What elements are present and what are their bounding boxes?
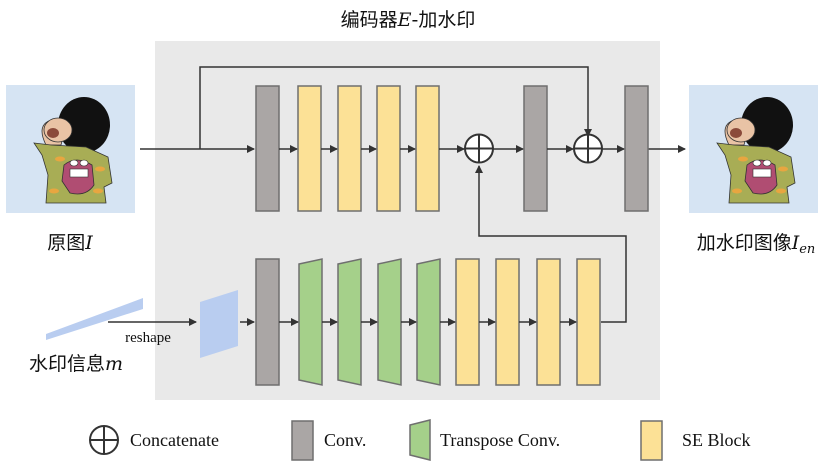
output-image-label: 加水印图像Ien — [697, 232, 816, 257]
cartoon-character-icon — [716, 97, 796, 204]
transpose-conv-block-2 — [337, 258, 362, 386]
se-block-2 — [337, 85, 362, 212]
title-var: E — [397, 9, 412, 31]
watermark-label-var: m — [105, 353, 123, 375]
transpose-conv-block-1 — [298, 258, 323, 386]
se-block-icon — [640, 420, 663, 461]
transpose-conv-icon — [409, 419, 431, 461]
legend-item-se-block: SE Block — [640, 420, 751, 461]
conv-block-0 — [255, 85, 280, 212]
output-label-sub: en — [799, 242, 815, 257]
cartoon-character-icon — [33, 97, 113, 204]
se-block-5 — [455, 258, 480, 386]
top-branch — [255, 85, 649, 212]
legend-item-concatenate: Concatenate — [89, 425, 219, 455]
conv-block-6 — [523, 85, 548, 212]
legend-item-conv: Conv. — [291, 420, 366, 461]
title-suffix: -加水印 — [412, 9, 476, 31]
diagram-title: 编码器E-加水印 — [341, 9, 476, 31]
watermark-merge-arrow — [475, 165, 627, 323]
skip-connection-arrow — [199, 66, 592, 149]
legend-label-concatenate: Concatenate — [130, 430, 219, 450]
legend: Concatenate Conv. Transpose Conv. SE Blo… — [89, 419, 751, 461]
output-image — [689, 85, 818, 213]
legend-label-transpose-conv: Transpose Conv. — [440, 430, 560, 450]
legend-item-transpose-conv: Transpose Conv. — [409, 419, 560, 461]
bottom-branch — [255, 258, 601, 386]
se-block-7 — [536, 258, 561, 386]
conv-icon — [291, 420, 314, 461]
watermark-label-text: 水印信息 — [29, 353, 105, 375]
output-label-var: I — [791, 232, 800, 254]
se-block-4 — [415, 85, 440, 212]
concatenate-node-5 — [464, 133, 494, 164]
watermark-vector-shape — [46, 298, 143, 340]
se-block-1 — [297, 85, 322, 212]
transpose-conv-block-3 — [377, 258, 402, 386]
encoder-panel — [155, 41, 660, 400]
reshape-label: reshape — [125, 330, 171, 346]
input-image-label: 原图I — [47, 232, 93, 254]
legend-label-se-block: SE Block — [682, 430, 751, 450]
legend-label-conv: Conv. — [324, 430, 366, 450]
se-block-6 — [495, 258, 520, 386]
watermark-label: 水印信息m — [29, 353, 123, 375]
output-label-text: 加水印图像 — [697, 232, 792, 254]
transpose-conv-block-4 — [416, 258, 441, 386]
input-image — [6, 85, 135, 213]
input-label-text: 原图 — [47, 232, 85, 254]
watermark-reshaped-shape — [200, 290, 238, 358]
connectors — [140, 66, 686, 326]
title-prefix: 编码器 — [341, 9, 398, 31]
concatenate-node-7 — [573, 133, 603, 164]
se-block-8 — [576, 258, 601, 386]
conv-block-8 — [624, 85, 649, 212]
conv-block-0 — [255, 258, 280, 386]
input-label-var: I — [84, 232, 93, 254]
se-block-3 — [376, 85, 401, 212]
